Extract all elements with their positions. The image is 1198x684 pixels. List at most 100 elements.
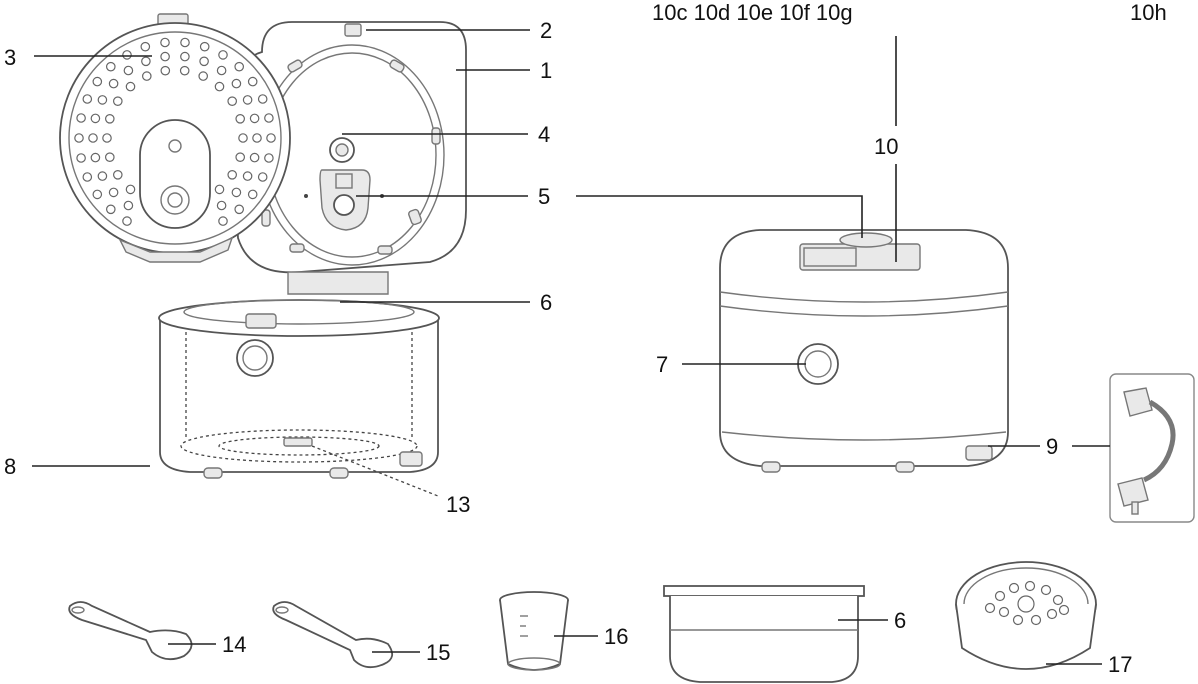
- lid-hole: [247, 76, 258, 87]
- lid-hole: [122, 50, 132, 60]
- label-10-sublabels: 10c 10d 10e 10f 10g: [652, 0, 853, 25]
- inner-lid: [59, 13, 291, 263]
- label-9: 9: [1046, 434, 1058, 459]
- steamer-hole: [1058, 604, 1070, 616]
- lid-hole: [180, 37, 190, 48]
- lid-hole: [218, 50, 228, 60]
- power-cord-icon: [1109, 373, 1195, 523]
- lid-holes: [74, 37, 276, 226]
- lid-hole: [92, 189, 103, 200]
- lid-hole: [252, 133, 262, 143]
- soup-ladle-icon: [272, 601, 394, 669]
- rice-cooker-closed-icon: [719, 229, 1009, 473]
- lid-hole: [227, 96, 237, 106]
- lid-hole: [235, 152, 245, 162]
- label-1: 1: [540, 58, 552, 83]
- steamer-hole: [1046, 608, 1058, 620]
- steamer-hole: [1017, 595, 1035, 613]
- lid-hole: [231, 78, 242, 89]
- outer-lid: [231, 21, 467, 274]
- lid-hole: [74, 133, 84, 143]
- lid-hole: [214, 184, 225, 195]
- lid-hole: [97, 171, 108, 181]
- lid-hole: [249, 113, 260, 124]
- lid-hole: [123, 65, 134, 76]
- cooker-body: [158, 271, 440, 479]
- lid-hole: [227, 170, 237, 180]
- lid-hole: [264, 113, 274, 123]
- steamer-hole: [998, 606, 1010, 618]
- rice-cooker-open-icon: [59, 13, 467, 479]
- lid-hole: [214, 81, 225, 92]
- steamer-hole: [1012, 614, 1024, 626]
- steamer-hole: [1024, 580, 1036, 592]
- lid-hole: [106, 204, 116, 215]
- lid-hole: [264, 153, 274, 163]
- lid-hole: [141, 56, 151, 67]
- label-8: 8: [4, 454, 16, 479]
- measuring-cup-icon: [499, 591, 569, 671]
- lid-hole: [242, 95, 253, 105]
- lid-hole: [105, 114, 115, 124]
- lid-hole: [90, 152, 101, 163]
- label-6-inner-pot: 6: [894, 608, 906, 633]
- lid-hole: [76, 153, 86, 163]
- lid-hole: [180, 51, 190, 62]
- lid-hole: [106, 61, 116, 72]
- label-4: 4: [538, 122, 550, 147]
- lid-hole: [97, 95, 108, 105]
- lid-hole: [231, 187, 242, 198]
- lid-hole: [76, 113, 86, 123]
- steamer-hole: [1030, 614, 1042, 626]
- lid-hole: [249, 152, 260, 163]
- label-15: 15: [426, 640, 450, 665]
- lid-hole: [160, 51, 170, 62]
- lid-hole: [199, 56, 209, 67]
- label-10h: 10h: [1130, 0, 1167, 25]
- lid-hole: [179, 65, 190, 76]
- lid-hole: [113, 170, 123, 180]
- lid-hole: [238, 133, 248, 143]
- steamer-hole: [1008, 582, 1020, 594]
- inner-pot-icon: [663, 585, 865, 683]
- lid-hole: [247, 189, 258, 200]
- label-2: 2: [540, 18, 552, 43]
- lid-hole: [199, 41, 210, 52]
- lid-hole: [216, 200, 227, 211]
- leader-lines: [32, 29, 1110, 665]
- lid-hole: [90, 113, 101, 124]
- steamer-hole: [1040, 584, 1052, 596]
- lid-hole: [218, 216, 228, 226]
- lid-hole: [160, 65, 171, 76]
- steamer-holes: [984, 580, 1070, 626]
- label-5: 5: [538, 184, 550, 209]
- lid-hole: [122, 216, 132, 226]
- lid-hole: [125, 184, 136, 195]
- label-10: 10: [874, 134, 898, 159]
- steamer-hole: [994, 590, 1006, 602]
- lid-hole: [160, 37, 170, 48]
- lid-hole: [108, 78, 119, 89]
- lid-hole: [140, 41, 151, 52]
- label-13: 13: [446, 492, 470, 517]
- lid-hole: [123, 200, 134, 211]
- lid-hole: [142, 71, 152, 81]
- label-7: 7: [656, 352, 668, 377]
- lid-hole: [105, 152, 115, 162]
- lid-hole: [108, 187, 119, 198]
- lid-hole: [82, 94, 93, 104]
- lid-hole: [198, 71, 208, 81]
- label-14: 14: [222, 632, 246, 657]
- steamer-hole: [1052, 594, 1064, 606]
- lid-hole: [216, 65, 227, 76]
- lid-hole: [102, 133, 112, 143]
- lid-hole: [234, 61, 244, 72]
- lid-hole: [113, 96, 123, 106]
- label-6-pot-in-base: 6: [540, 290, 552, 315]
- lid-hole: [257, 94, 268, 104]
- lid-hole: [88, 133, 98, 143]
- steamer-hole: [984, 602, 996, 614]
- lid-hole: [92, 76, 103, 87]
- lid-hole: [235, 114, 245, 124]
